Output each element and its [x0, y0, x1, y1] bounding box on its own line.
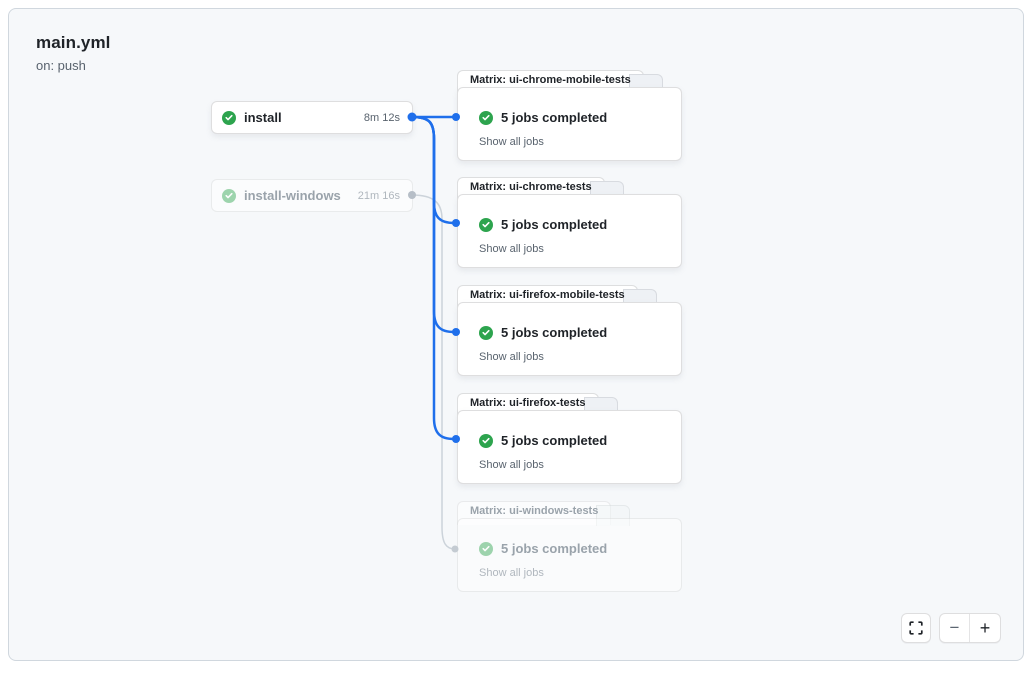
matrix-group-ui-chrome-tests: Matrix: ui-chrome-tests 5 jobs completed… — [457, 177, 682, 268]
success-check-icon — [479, 541, 493, 556]
success-check-icon — [222, 110, 236, 125]
success-check-icon — [479, 325, 493, 340]
zoom-control: − + — [939, 613, 1001, 643]
workflow-header: main.yml on: push — [36, 33, 111, 73]
matrix-group-ui-firefox-tests: Matrix: ui-firefox-tests 5 jobs complete… — [457, 393, 682, 484]
graph-controls: − + — [901, 613, 1001, 643]
edge-install-to-ui-chrome-tests — [411, 115, 455, 225]
workflow-trigger: on: push — [36, 58, 86, 73]
job-node-install[interactable]: install 8m 12s — [211, 101, 413, 134]
matrix-card[interactable]: 5 jobs completed Show all jobs — [457, 518, 682, 592]
show-all-jobs-link[interactable]: Show all jobs — [479, 243, 544, 255]
show-all-jobs-link[interactable]: Show all jobs — [479, 459, 544, 471]
matrix-summary: 5 jobs completed — [501, 325, 608, 340]
success-check-icon — [222, 188, 236, 203]
matrix-summary: 5 jobs completed — [501, 433, 608, 448]
matrix-card[interactable]: 5 jobs completed Show all jobs — [457, 302, 682, 376]
zoom-out-icon: − — [949, 618, 960, 637]
success-check-icon — [479, 110, 493, 125]
edge-install-windows-to-ui-windows-tests — [411, 194, 456, 550]
workflow-title: main.yml — [36, 33, 111, 52]
fit-to-view-icon — [909, 621, 923, 635]
job-label: install-windows — [244, 188, 341, 203]
zoom-in-icon: + — [979, 617, 991, 638]
matrix-tab[interactable]: Matrix: ui-windows-tests — [457, 501, 631, 526]
success-check-icon — [479, 217, 493, 232]
job-duration: 21m 16s — [357, 189, 400, 202]
workflow-graph-canvas[interactable]: main.yml on: push install 8m 12s — [8, 8, 1024, 661]
matrix-card[interactable]: 5 jobs completed Show all jobs — [457, 87, 682, 161]
matrix-card[interactable]: 5 jobs completed Show all jobs — [457, 194, 682, 268]
matrix-group-ui-chrome-mobile-tests: Matrix: ui-chrome-mobile-tests 5 jobs co… — [457, 70, 682, 161]
matrix-group-ui-firefox-mobile-tests: Matrix: ui-firefox-mobile-tests 5 jobs c… — [457, 285, 682, 376]
matrix-summary: 5 jobs completed — [501, 541, 608, 556]
edge-install-to-ui-firefox-tests — [411, 115, 455, 441]
matrix-card[interactable]: 5 jobs completed Show all jobs — [457, 410, 682, 484]
show-all-jobs-link[interactable]: Show all jobs — [479, 351, 544, 363]
job-node-install-windows[interactable]: install-windows 21m 16s — [211, 179, 413, 212]
show-all-jobs-link[interactable]: Show all jobs — [479, 567, 544, 579]
zoom-in-button[interactable]: + — [970, 614, 1000, 642]
edge-install-to-ui-firefox-mobile-tests — [411, 115, 455, 334]
matrix-summary: 5 jobs completed — [501, 110, 608, 125]
success-check-icon — [479, 433, 493, 448]
matrix-group-ui-windows-tests: Matrix: ui-windows-tests 5 jobs complete… — [457, 501, 682, 592]
show-all-jobs-link[interactable]: Show all jobs — [479, 136, 544, 148]
matrix-summary: 5 jobs completed — [501, 217, 608, 232]
job-label: install — [244, 110, 282, 125]
zoom-out-button[interactable]: − — [940, 614, 970, 642]
fit-to-view-button[interactable] — [901, 613, 931, 643]
job-duration: 8m 12s — [363, 111, 400, 124]
